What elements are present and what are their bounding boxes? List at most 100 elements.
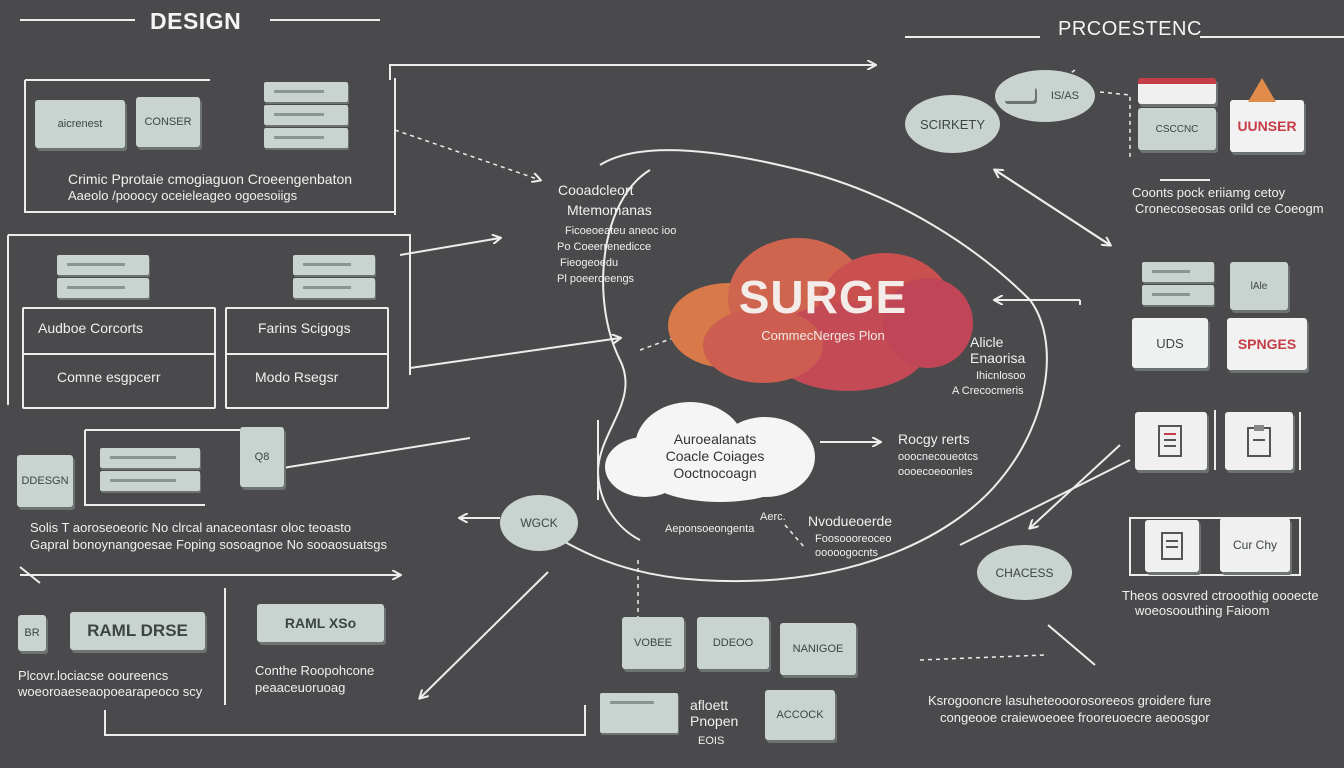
right-doc-card-3[interactable] [1145, 520, 1199, 572]
work-bubble-label: WGCK [520, 516, 558, 530]
stack-sheet [264, 105, 348, 125]
right-bottom-caption-1: Ksrogooncre lasuheteooorosoreeos groider… [928, 693, 1212, 708]
left-bottom-card-2[interactable]: RAML XSo [257, 604, 384, 642]
stack-sheet [293, 255, 375, 275]
left-bottom-card-1[interactable]: RAML DRSE [70, 612, 205, 650]
left-grid-stack-1 [57, 255, 149, 301]
mod-line-3: ooooogocnts [815, 547, 878, 559]
left-mid-stack [100, 448, 200, 494]
right-tag-card[interactable]: lAle [1230, 262, 1288, 310]
work-bubble[interactable]: WGCK [500, 495, 578, 551]
document-icon [1158, 425, 1182, 457]
clipboard-icon [1247, 425, 1271, 457]
left-bottom-caption-4: peaaceuoruoag [255, 680, 346, 695]
under-cloud-line-1: Aerc. [760, 511, 786, 523]
bottom-doc-stack [600, 693, 678, 736]
right-caption-3: Theos oosvred ctrooothig oooecte [1122, 588, 1319, 603]
right-small-card-label: CSCCNC [1155, 123, 1199, 135]
right-doc-card-1[interactable] [1135, 412, 1207, 470]
left-bottom-caption-1: Plcovr.lociacse ooureencs [18, 668, 169, 683]
bottom-card-1-label: VOBEE [634, 637, 672, 649]
grid-cell-1[interactable]: Audboe Corcorts [38, 320, 144, 336]
bottom-card-1[interactable]: VOBEE [622, 617, 684, 669]
stack-sheet [100, 448, 200, 468]
white-cloud[interactable] [605, 402, 823, 502]
white-cloud-line-3: Ooctnocoagn [673, 465, 757, 481]
design-title: DESIGN [150, 8, 242, 34]
stack-sheet [1142, 262, 1214, 282]
right-red-header-card[interactable] [1138, 78, 1216, 104]
ia-bubble-doc-icon [1003, 85, 1035, 101]
bottom-doc-label-1: afloett [690, 697, 729, 713]
bottom-card-4[interactable]: ACCOCK [765, 690, 835, 740]
center-top-line-3: Fieogeoedu [560, 257, 619, 269]
bottom-card-3[interactable]: NANIGOE [780, 623, 856, 675]
stack-sheet [100, 471, 200, 491]
grid-cell-3[interactable]: Comne esgpcerr [57, 369, 161, 385]
surge-subtitle: CommecNerges Plon [761, 328, 885, 343]
stack-sheet [264, 128, 348, 148]
left-top-card-2-label: CONSER [144, 116, 192, 128]
ia-bubble-label: IS/AS [1050, 90, 1079, 102]
chacess-bubble[interactable]: CHACESS [977, 545, 1072, 600]
center-top-title-1: Cooadcleort [558, 182, 634, 198]
right-doc-card-2[interactable] [1225, 412, 1293, 470]
left-grid-divider-1 [22, 353, 216, 355]
left-grid-box-2 [225, 307, 389, 409]
left-bottom-small-card[interactable]: BR [18, 615, 46, 651]
security-bubble[interactable]: SCIRKETY [905, 95, 1000, 153]
under-cloud-line-2: Aeponsoeongenta [665, 523, 755, 535]
left-grid-divider-2 [225, 353, 389, 355]
bottom-card-2[interactable]: DDEOO [697, 617, 769, 669]
left-grid-stack-2 [293, 255, 375, 301]
surge-title: SURGE [738, 271, 908, 323]
chacess-bubble-label: CHACESS [995, 565, 1054, 580]
security-bubble-label: SCIRKETY [919, 116, 985, 132]
stack-sheet [57, 255, 149, 275]
left-mid-card-label: DDESGN [21, 475, 69, 487]
surge-right-line-4: A Crecocmeris [952, 385, 1024, 397]
left-mid-caption-1: Solis T aoroseoeoric No clrcal anaceonta… [30, 520, 352, 535]
left-grid-box-1 [22, 307, 216, 409]
stack-sheet [264, 82, 348, 102]
right-tag-card-label: lAle [1250, 280, 1268, 292]
spnges-card[interactable]: SPNGES [1227, 318, 1307, 370]
right-small-card[interactable]: CSCCNC [1138, 108, 1216, 150]
cyy-card[interactable]: Cur Chy [1220, 518, 1290, 572]
left-top-card-1-label: aicrenest [57, 118, 103, 130]
uds-card-label: UDS [1156, 335, 1184, 351]
left-bottom-card-1-label: RAML DRSE [87, 621, 188, 640]
surge-cloud-lobe [703, 308, 823, 383]
center-top-line-4: Pl poeeroeengs [557, 273, 635, 285]
bottom-doc-label-2: Pnopen [690, 713, 739, 729]
left-top-card-2[interactable]: CONSER [136, 97, 200, 147]
left-bottom-caption-2: woeoroaeseaopoearapeoco scy [18, 684, 203, 699]
left-top-card-1[interactable]: aicrenest [35, 100, 125, 148]
stack-sheet [1142, 285, 1214, 305]
center-right-label-1: Rocgy rerts [898, 431, 970, 447]
surge-right-line-1: Alicle [970, 334, 1004, 350]
left-mid-caption-2: Gapral bonoynangoesae Foping sosoagnoe N… [30, 537, 388, 552]
left-mid-small-card-label: Q8 [254, 451, 270, 463]
unser-card[interactable]: UUNSER [1230, 100, 1304, 152]
left-bottom-card-2-label: RAML XSo [284, 615, 357, 631]
mod-line-2: Foosoooreoceo [815, 533, 892, 545]
surge-cloud[interactable] [668, 228, 978, 393]
stack-sheet [600, 693, 678, 733]
center-right-label-2: ooocnecoueotcs [898, 451, 979, 463]
right-bottom-caption-2: congeooe craiewoeoee frooreuoecre aeoosg… [940, 710, 1210, 725]
left-mid-card[interactable]: DDESGN [17, 455, 73, 507]
file-icon [1161, 532, 1183, 560]
uds-card[interactable]: UDS [1132, 318, 1208, 368]
center-top-title-2: Mtemomanas [567, 202, 652, 218]
grid-cell-2[interactable]: Farins Scigogs [258, 320, 351, 336]
stack-sheet [57, 278, 149, 298]
grid-cell-4[interactable]: Modo Rsegsr [255, 369, 339, 385]
left-top-caption-1: Crimic Pprotaie cmogiaguon Croeengenbato… [68, 171, 353, 187]
stack-sheet [293, 278, 375, 298]
left-bottom-caption-3: Conthe Roopohcone [255, 663, 375, 678]
left-mid-small-card[interactable]: Q8 [240, 427, 284, 487]
left-top-caption-2: Aaeolo /pooocy oceieleageo ogoesoiigs [68, 188, 298, 203]
surge-right-line-2: Enaorisa [970, 350, 1026, 366]
bottom-card-2-label: DDEOO [712, 637, 754, 649]
